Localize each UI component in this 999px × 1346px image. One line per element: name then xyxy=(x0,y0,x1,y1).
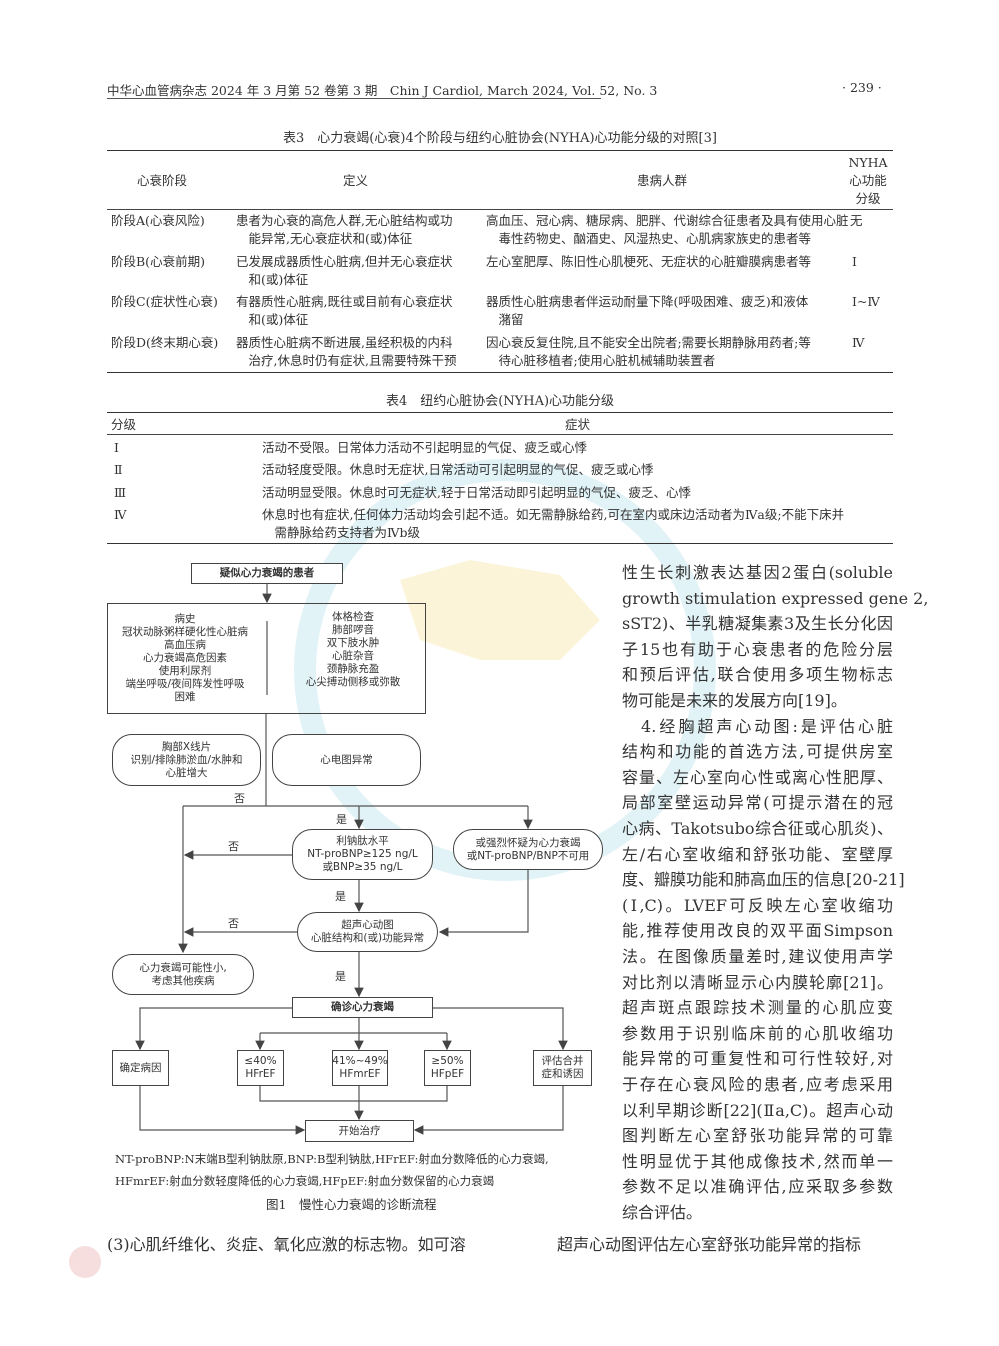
text-line: 以利早期诊断[22](Ⅱa,C)。超声心动 xyxy=(622,1100,893,1120)
fc-hfpef: ≥50% HFpEF xyxy=(424,1050,471,1086)
fc-label-yes: 是 xyxy=(335,970,346,983)
text-line: 容量、左心室向心性或离心性肥厚、 xyxy=(622,767,893,787)
text-line: (Ⅰ,C)。LVEF可反映左心室收缩功 xyxy=(622,895,893,915)
body-text-left: (3)心肌纤维化、炎症、氧化应激的标志物。如可溶 xyxy=(107,1235,466,1254)
text-line: 对比剂以清晰显示心内膜轮廓[21]。 xyxy=(622,972,893,992)
text-line: 参数不足以准确评估,应采取多参数 xyxy=(622,1177,893,1197)
definition: 有器质性心脏病,既往或目前有心衰症状 和(或)体征 xyxy=(236,294,453,327)
publisher-logo-icon xyxy=(69,1246,101,1278)
fc-etiology: 确定病因 xyxy=(112,1050,169,1086)
text-line: sST2)、半乳糖凝集素3及生长分化因 xyxy=(622,614,893,634)
text-line: 能,推荐使用改良的双平面Simpson xyxy=(622,921,893,941)
grade: Ⅰ xyxy=(114,440,119,455)
population: 器质性心脏病患者伴运动耐量下降(呼吸困难、疲乏)和液体 潴留 xyxy=(486,294,809,327)
stage: 阶段C(症状性心衰) xyxy=(111,294,218,309)
table4-bottom-rule xyxy=(107,543,893,544)
text-line: 超声斑点跟踪技术测量的心肌应变 xyxy=(622,998,893,1018)
table3-top-rule xyxy=(107,150,893,151)
fc-suspected-hf: 疑似心力衰竭的患者 xyxy=(191,563,343,584)
body-text-right: 超声心动图评估左心室舒张功能异常的指标 xyxy=(557,1235,862,1254)
text-line: 性生长刺激表达基因2蛋白(soluble xyxy=(622,563,893,582)
definition: 已发展成器质性心脏病,但并无心衰症状 和(或)体征 xyxy=(236,254,453,287)
population: 因心衰反复住院,且不能安全出院者;需要长期静脉用药者;等 待心脏移植者;使用心脏… xyxy=(486,335,811,368)
journal-header: 中华心血管病杂志 2024 年 3 月第 52 卷第 3 期 Chin J Ca… xyxy=(107,83,658,98)
stage: 阶段B(心衰前期) xyxy=(111,254,205,269)
population: 高血压、冠心病、糖尿病、肥胖、代谢综合征患者及具有使用心脏 毒性药物史、酗酒史、… xyxy=(486,213,849,246)
fc-label-no: 否 xyxy=(228,917,239,930)
fc-chest-xray: 胸部X线片 识别/排除肺淤血/水肿和 心脏增大 xyxy=(112,734,261,786)
grade: Ⅳ xyxy=(114,507,127,522)
fc-strong-suspicion: 或强烈怀疑为心力衰竭 或NT-proBNP/BNP不可用 xyxy=(453,829,603,870)
symptom: 活动轻度受限。休息时无症状,日常活动可引起明显的气促、疲乏或心悸 xyxy=(262,462,654,477)
table3-title: 表3 心力衰竭(心衰)4个阶段与纽约心脏协会(NYHA)心功能分级的对照[3] xyxy=(283,131,717,146)
text-line: 心病、Takotsubo综合征或心肌炎)、 xyxy=(622,819,893,838)
table3-header-definition: 定义 xyxy=(343,173,369,188)
text-line: 度、瓣膜功能和肺高血压的信息[20-21] xyxy=(622,870,905,890)
fc-natriuretic-peptide: 利钠肽水平 NT-proBNP≥125 ng/L 或BNP≥35 ng/L xyxy=(292,829,433,880)
nyha-class: Ⅰ xyxy=(852,254,857,269)
fc-ecg: 心电图异常 xyxy=(272,734,421,786)
text-line: 综合评估。 xyxy=(622,1203,703,1222)
fc-assessment-box xyxy=(107,603,426,714)
stage: 阶段D(终末期心衰) xyxy=(111,335,219,350)
figure-caption: 图1 慢性心力衰竭的诊断流程 xyxy=(266,1197,437,1212)
definition: 器质性心脏病不断进展,虽经积极的内科 治疗,休息时仍有症状,且需要特殊干预 xyxy=(236,335,457,368)
symptom: 活动明显受限。休息时可无症状,轻于日常活动即引起明显的气促、疲乏、心悸 xyxy=(262,485,691,500)
table3-header-population: 患病人群 xyxy=(637,173,688,188)
text-line: 性明显优于其他成像技术,然而单一 xyxy=(622,1151,893,1171)
table4-header-rule xyxy=(107,434,893,435)
figure-footnote-1: NT-proBNP:N末端B型利钠肽原,BNP:B型利钠肽,HFrEF:射血分数… xyxy=(115,1152,549,1166)
table3-header-nyha: NYHA 心功能 分级 xyxy=(848,155,888,206)
stage: 阶段A(心衰风险) xyxy=(111,213,205,228)
text-line: 局部室壁运动异常(可提示潜在的冠 xyxy=(622,793,893,813)
figure-footnote-2: HFmrEF:射血分数轻度降低的心力衰竭,HFpEF:射血分数保留的心力衰竭 xyxy=(115,1174,495,1188)
text-line: 和预后评估,联合使用多项生物标志 xyxy=(622,665,893,685)
table4-title: 表4 纽约心脏协会(NYHA)心功能分级 xyxy=(385,394,615,409)
table4-top-rule xyxy=(107,412,893,413)
grade: Ⅲ xyxy=(114,485,127,500)
fc-hfref: ≤40% HFrEF xyxy=(237,1050,284,1086)
table3-bottom-rule xyxy=(107,372,893,373)
symptom: 活动不受限。日常体力活动不引起明显的气促、疲乏或心悸 xyxy=(262,440,588,455)
fc-confirmed-hf: 确诊心力衰竭 xyxy=(292,997,433,1018)
nyha-class: 无 xyxy=(850,213,863,228)
symptom: 休息时也有症状,任何体力活动均会引起不适。如无需静脉给药,可在室内或床边活动者为… xyxy=(262,507,845,540)
text-line: 物可能是未来的发展方向[19]。 xyxy=(622,691,847,710)
table4-header-grade: 分级 xyxy=(111,417,137,432)
definition: 患者为心衰的高危人群,无心脏结构或功 能异常,无心衰症状和(或)体征 xyxy=(236,213,453,246)
text-line: 法。在图像质量差时,建议使用声学 xyxy=(622,947,893,966)
fc-comorbidities: 评估合并 症和诱因 xyxy=(533,1050,592,1086)
text-line: 左/右心室收缩和舒张功能、室壁厚 xyxy=(622,844,893,864)
table4-header-symptom: 症状 xyxy=(565,417,591,432)
fc-hf-unlikely: 心力衰竭可能性小, 考虑其他疾病 xyxy=(112,954,254,995)
header-rule xyxy=(107,98,601,99)
table3-header-rule xyxy=(107,209,893,210)
page-number: · 239 · xyxy=(842,80,882,95)
text-line: 参数用于识别临床前的心肌收缩功 xyxy=(622,1023,893,1043)
fc-start-treatment: 开始治疗 xyxy=(305,1120,414,1142)
text-line: 4.经胸超声心动图:是评估心脏 xyxy=(622,716,893,736)
nyha-class: Ⅰ~Ⅳ xyxy=(852,294,880,309)
text-line: 结构和功能的首选方法,可提供房室 xyxy=(622,742,893,762)
fc-echocardiogram: 超声心动图 心脏结构和(或)功能异常 xyxy=(297,912,438,952)
grade: Ⅱ xyxy=(114,462,123,477)
text-line: growth stimulation expressed gene 2, xyxy=(622,588,929,608)
text-line: 图判断左心室舒张功能异常的可靠 xyxy=(622,1126,893,1146)
fc-label-no: 否 xyxy=(228,840,239,853)
fc-exam: 体格检查 肺部啰音 双下肢水肿 心脏杂音 颈静脉充盈 心尖搏动侧移或弥散 xyxy=(305,611,401,688)
text-line: 子15也有助于心衰患者的危险分层 xyxy=(622,639,893,659)
population: 左心室肥厚、陈旧性心肌梗死、无症状的心脏瓣膜病患者等 xyxy=(486,254,812,269)
fc-label-yes: 是 xyxy=(335,890,346,903)
fc-label-no: 否 xyxy=(234,792,245,805)
fc-hfmref: 41%~49% HFmrEF xyxy=(332,1050,388,1086)
nyha-class: Ⅳ xyxy=(852,335,865,350)
text-line: 于存在心衰风险的患者,应考虑采用 xyxy=(622,1075,893,1094)
fc-history: 病史 冠状动脉粥样硬化性心脏病 高血压病 心力衰竭高危因素 使用利尿剂 端坐呼吸… xyxy=(122,612,248,703)
table3-header-stage: 心衰阶段 xyxy=(137,173,188,188)
text-line: 能异常的可重复性和可行性较好,对 xyxy=(622,1049,893,1069)
fc-label-yes: 是 xyxy=(336,813,347,826)
